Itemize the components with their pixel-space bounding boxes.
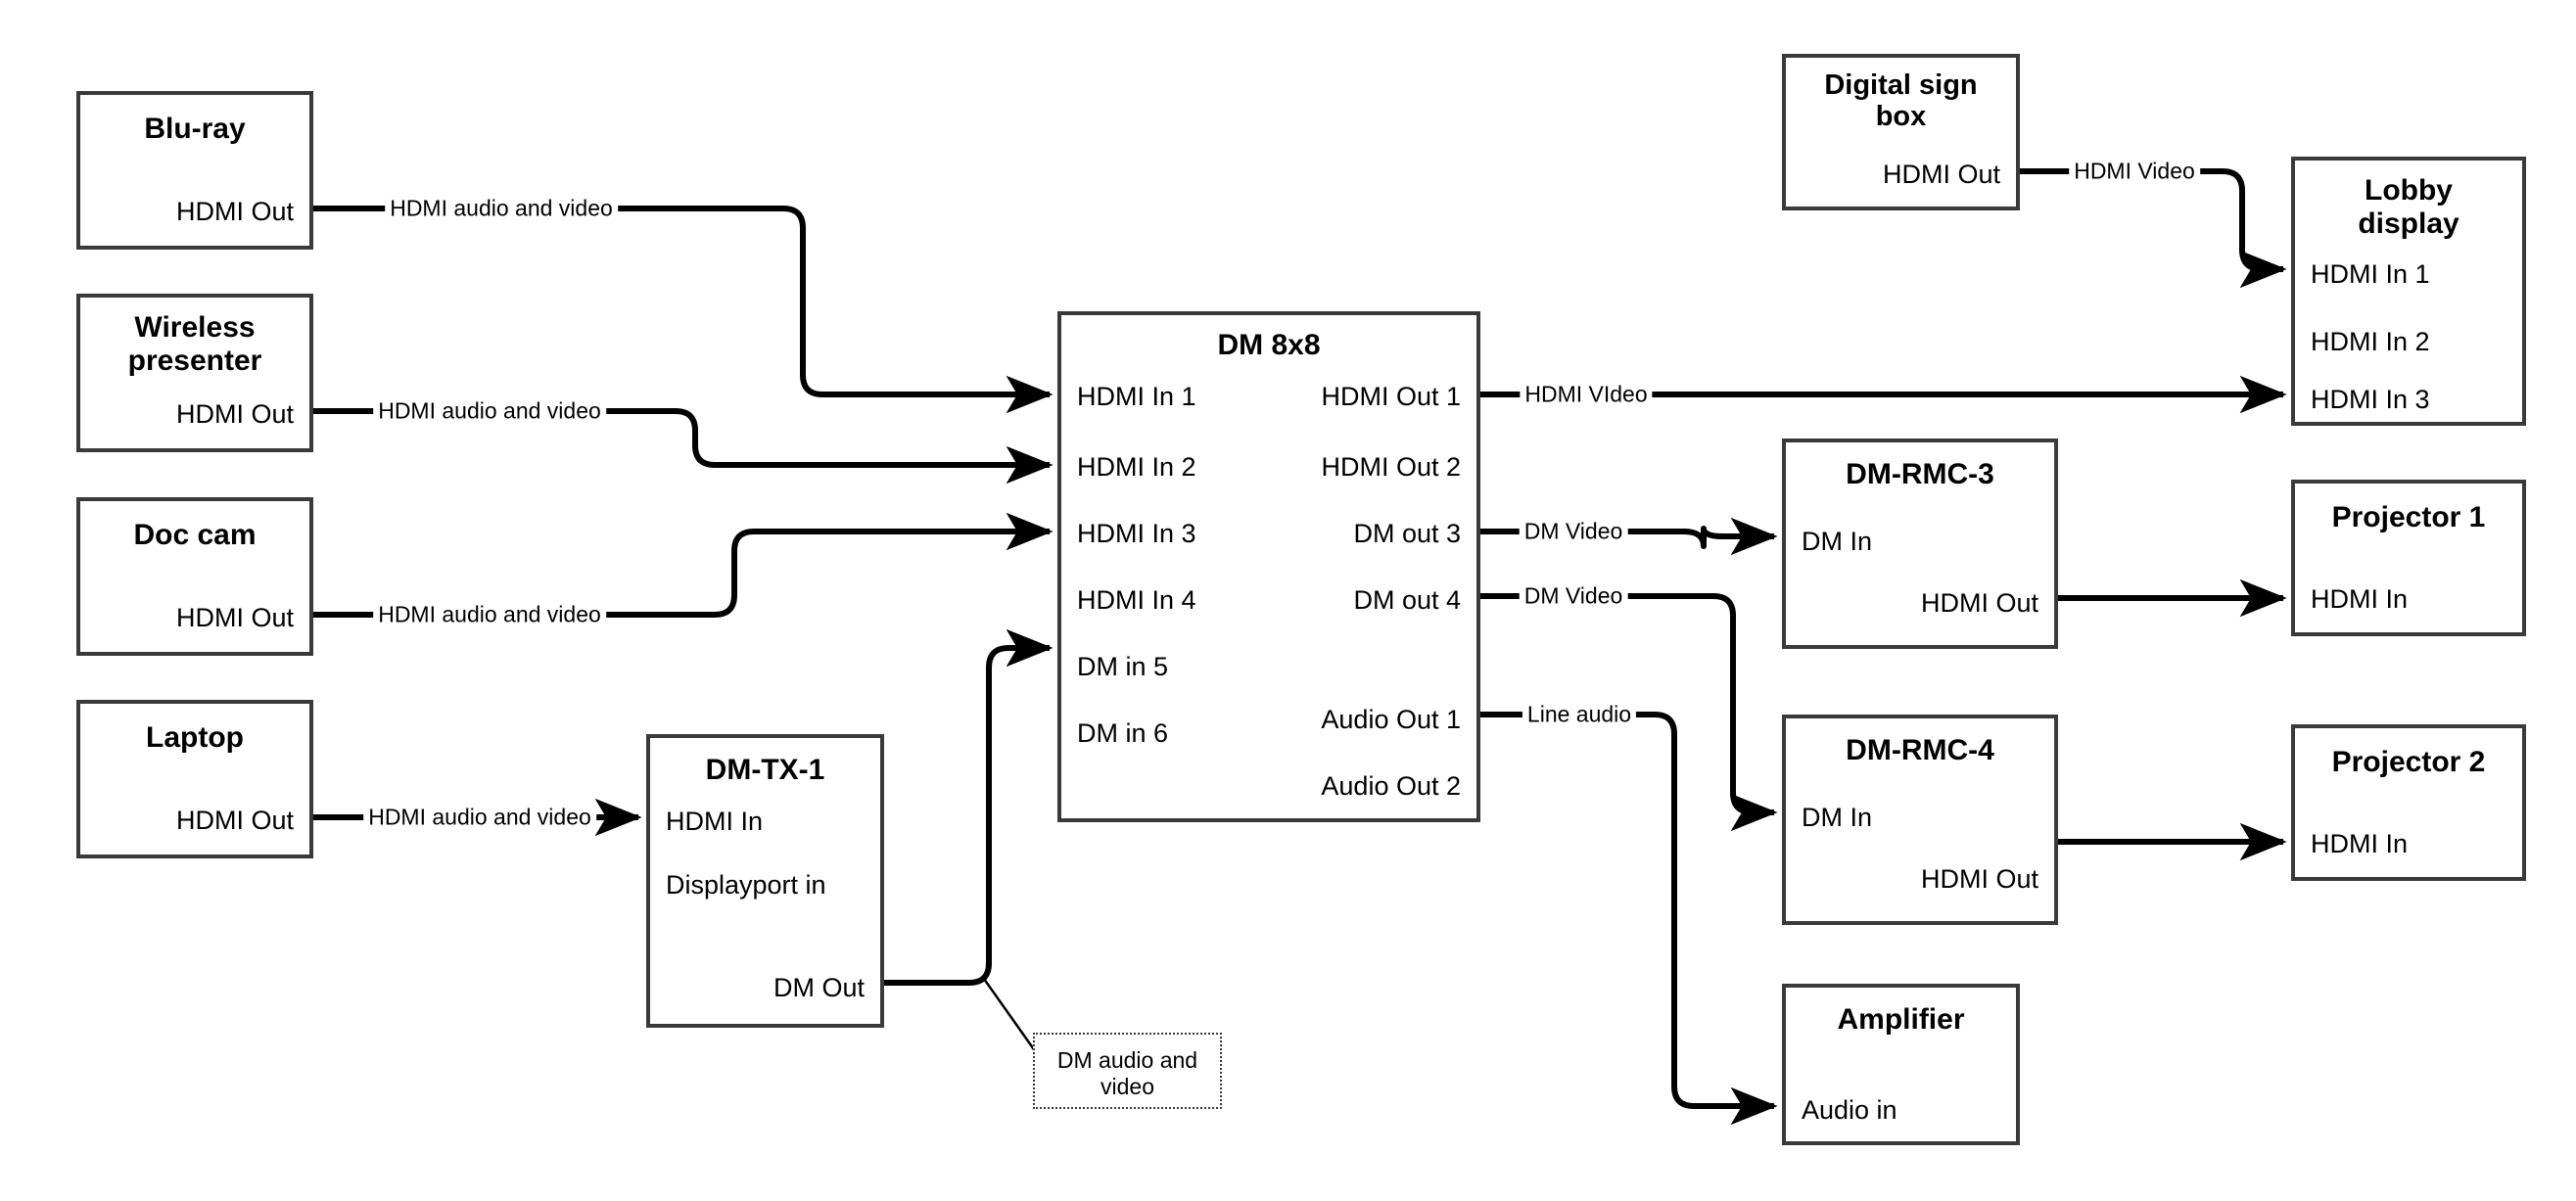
node-dm-rmc-3-port-dm-in[interactable]: DM In <box>1802 527 1873 556</box>
node-dm-8x8-input-hdmi-in-1[interactable]: HDMI In 1 <box>1077 382 1196 411</box>
node-bluray-title: Blu-ray <box>144 113 246 145</box>
node-projector-2-port-hdmi-in[interactable]: HDMI In <box>2311 829 2409 858</box>
node-dm-8x8-output-dm-out-4[interactable]: DM out 4 <box>1353 585 1461 615</box>
node-projector-1[interactable]: Projector 1 HDMI In <box>2291 480 2526 636</box>
node-dm-rmc-3[interactable]: DM-RMC-3 DM In HDMI Out <box>1782 439 2058 649</box>
node-bluray-port-hdmi-out[interactable]: HDMI Out <box>175 197 294 226</box>
node-doc-cam[interactable]: Doc cam HDMI Out <box>76 497 313 656</box>
node-dm-8x8-input-hdmi-in-4[interactable]: HDMI In 4 <box>1077 585 1196 615</box>
node-dm-tx-1-title: DM-TX-1 <box>705 754 825 786</box>
node-lobby-display[interactable]: Lobby display HDMI In 1 HDMI In 2 HDMI I… <box>2291 157 2526 426</box>
node-dm-8x8-output-audio-out-2[interactable]: Audio Out 2 <box>1321 771 1461 801</box>
node-dm-8x8-output-hdmi-out-2[interactable]: HDMI Out 2 <box>1321 452 1461 482</box>
wire-label-hdmi-out1: HDMI VIdeo <box>1520 381 1653 408</box>
node-dm-rmc-4-port-hdmi-out[interactable]: HDMI Out <box>1920 864 2038 894</box>
node-dm-8x8-input-dm-in-6[interactable]: DM in 6 <box>1077 718 1169 748</box>
node-dm-8x8-title: DM 8x8 <box>1217 329 1321 361</box>
node-amplifier[interactable]: Amplifier Audio in <box>1782 984 2020 1145</box>
node-wireless-presenter-title: Wireless presenter <box>127 311 262 377</box>
wire-dmtx1-to-dm-in5 <box>884 628 1054 986</box>
node-bluray[interactable]: Blu-ray HDMI Out <box>76 91 313 250</box>
node-digital-sign-box-port-hdmi-out[interactable]: HDMI Out <box>1882 160 2000 189</box>
node-projector-1-port-hdmi-in[interactable]: HDMI In <box>2311 584 2409 614</box>
node-amplifier-title: Amplifier <box>1837 1003 1965 1036</box>
node-dm-8x8-input-hdmi-in-3[interactable]: HDMI In 3 <box>1077 519 1196 548</box>
node-laptop[interactable]: Laptop HDMI Out <box>76 700 313 858</box>
wire-label-audio-out1: Line audio <box>1522 701 1637 728</box>
node-dm-8x8-output-hdmi-out-1[interactable]: HDMI Out 1 <box>1321 382 1461 411</box>
node-lobby-display-title: Lobby display <box>2358 174 2459 240</box>
node-lobby-display-input-hdmi-in-2[interactable]: HDMI In 2 <box>2311 327 2430 356</box>
wire-label-doccam: HDMI audio and video <box>373 601 606 628</box>
node-laptop-title: Laptop <box>146 721 244 754</box>
node-wireless-presenter[interactable]: Wireless presenter HDMI Out <box>76 294 313 452</box>
wire-sign-to-lobby-in1 <box>2020 168 2287 289</box>
wire-label-dm-out3: DM Video <box>1519 518 1628 545</box>
node-dm-rmc-4[interactable]: DM-RMC-4 DM In HDMI Out <box>1782 715 2058 925</box>
node-dm-8x8-input-dm-in-5[interactable]: DM in 5 <box>1077 652 1169 681</box>
node-projector-1-title: Projector 1 <box>2331 501 2486 533</box>
node-digital-sign-box-title: Digital sign box <box>1824 69 1978 133</box>
node-dm-tx-1[interactable]: DM-TX-1 HDMI In Displayport in DM Out <box>646 734 884 1028</box>
wire-label-bluray: HDMI audio and video <box>385 195 618 222</box>
wire-label-sign: HDMI Video <box>2069 158 2200 185</box>
node-dm-8x8-output-audio-out-1[interactable]: Audio Out 1 <box>1321 705 1461 734</box>
node-dm-tx-1-port-hdmi-in[interactable]: HDMI In <box>666 807 764 836</box>
node-dm-tx-1-port-dm-out[interactable]: DM Out <box>773 973 865 1002</box>
node-lobby-display-input-hdmi-in-1[interactable]: HDMI In 1 <box>2311 259 2430 289</box>
node-dm-8x8-output-dm-out-3[interactable]: DM out 3 <box>1353 519 1461 548</box>
node-lobby-display-input-hdmi-in-3[interactable]: HDMI In 3 <box>2311 385 2430 414</box>
node-dm-rmc-4-port-dm-in[interactable]: DM In <box>1802 803 1873 832</box>
wire-audio1-to-amp <box>1480 712 1778 1126</box>
node-amplifier-port-audio-in[interactable]: Audio in <box>1802 1095 1897 1125</box>
node-doc-cam-title: Doc cam <box>133 519 257 551</box>
node-dm-rmc-3-port-hdmi-out[interactable]: HDMI Out <box>1920 588 2038 618</box>
wire-label-laptop: HDMI audio and video <box>363 804 596 831</box>
wire-bluray-to-dm-in1 <box>313 206 1054 414</box>
note-dm-audio-and-video-text: DM audio and video <box>1056 1047 1198 1100</box>
node-dm-rmc-4-title: DM-RMC-4 <box>1846 734 1994 766</box>
node-projector-2[interactable]: Projector 2 HDMI In <box>2291 724 2526 881</box>
wire-label-dm-out4: DM Video <box>1519 582 1628 610</box>
node-digital-sign-box[interactable]: Digital sign box HDMI Out <box>1782 54 2020 210</box>
node-wireless-presenter-port-hdmi-out[interactable]: HDMI Out <box>175 399 294 429</box>
node-doc-cam-port-hdmi-out[interactable]: HDMI Out <box>175 603 294 632</box>
node-dm-tx-1-port-displayport-in[interactable]: Displayport in <box>666 870 826 900</box>
node-dm-8x8-input-hdmi-in-2[interactable]: HDMI In 2 <box>1077 452 1196 482</box>
node-dm-8x8[interactable]: DM 8x8 HDMI In 1 HDMI In 2 HDMI In 3 HDM… <box>1057 311 1480 822</box>
wire-label-wireless: HDMI audio and video <box>373 397 606 425</box>
node-dm-rmc-3-title: DM-RMC-3 <box>1846 458 1994 490</box>
note-dm-audio-and-video: DM audio and video <box>1033 1033 1222 1109</box>
node-projector-2-title: Projector 2 <box>2331 746 2486 778</box>
node-laptop-port-hdmi-out[interactable]: HDMI Out <box>175 806 294 835</box>
